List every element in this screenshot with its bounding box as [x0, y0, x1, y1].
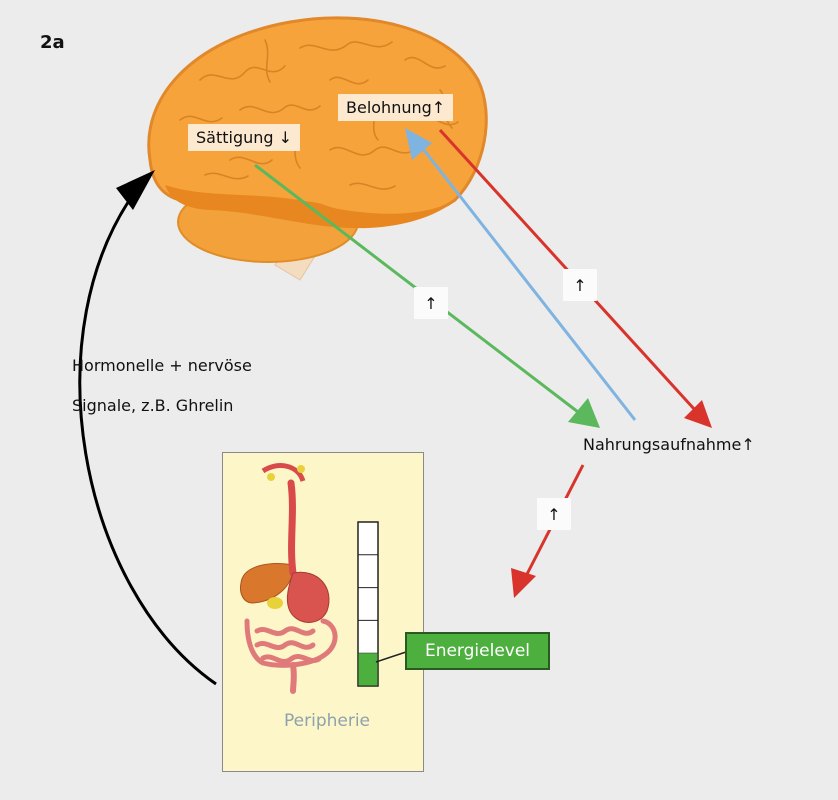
energy-meter	[357, 521, 379, 687]
red-arrowhead	[684, 400, 712, 428]
blue-arrowhead	[405, 128, 432, 160]
green-arrowhead	[568, 398, 600, 428]
red-arrow-marker: ↑	[563, 269, 597, 301]
belohnung-label: Belohnung↑	[338, 94, 454, 121]
energy-level-label: Energielevel	[405, 632, 550, 670]
periphery-panel	[222, 452, 424, 772]
red-lower-arrow-marker: ↑	[537, 498, 571, 530]
green-arrow-marker: ↑	[414, 287, 448, 319]
saettigung-label: Sättigung ↓	[188, 124, 301, 151]
red-lower-arrowhead	[511, 568, 536, 598]
blue-arrow-line	[418, 144, 637, 421]
black-curved-arrow	[78, 184, 217, 686]
signals-line-2: Signale, z.B. Ghrelin	[72, 396, 234, 415]
nahrungsaufnahme-label: Nahrungsaufnahme↑	[583, 435, 755, 454]
periphery-label: Peripherie	[284, 711, 371, 731]
digestive-system-illustration	[240, 463, 338, 694]
signals-line-1: Hormonelle + nervöse	[72, 356, 252, 375]
black-arrowhead	[116, 170, 155, 210]
figure-label: 2a	[40, 32, 65, 53]
energy-connector-line	[375, 651, 407, 663]
brain-illustration	[147, 16, 488, 281]
signals-text: Hormonelle + nervöse Signale, z.B. Ghrel…	[72, 346, 252, 426]
